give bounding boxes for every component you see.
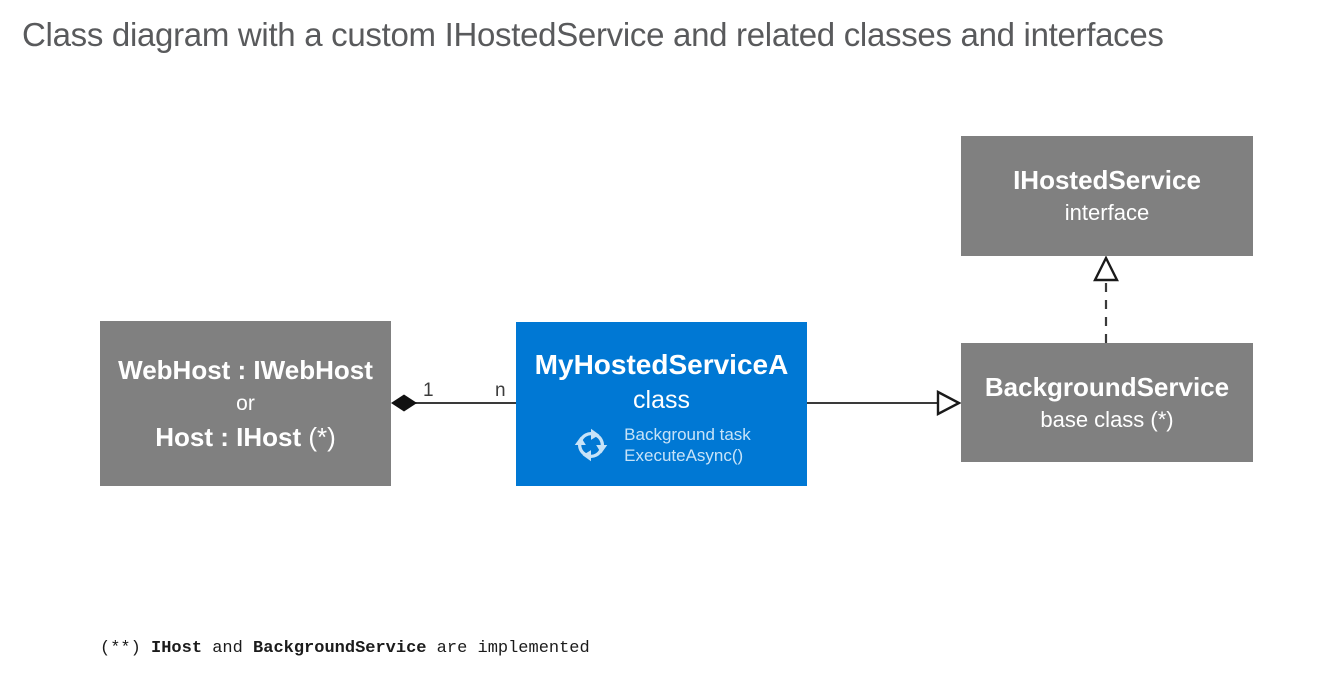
node-backgroundservice-subtitle: base class (*) — [1040, 406, 1174, 432]
node-myhostedservice: MyHostedServiceA class — [516, 322, 807, 486]
node-backgroundservice-name: BackgroundService — [984, 371, 1230, 402]
background-task-text: Background task ExecuteAsync() — [624, 424, 751, 466]
background-task-row: Background task ExecuteAsync() — [572, 424, 751, 466]
node-webhost-line3-bold: Host : IHost — [155, 421, 302, 452]
node-myhostedservice-name: MyHostedServiceA — [534, 349, 789, 380]
node-webhost-line3-suffix: (*) — [301, 421, 336, 452]
multiplicity-one-label: 1 — [423, 380, 434, 401]
footnote-l1-seg1: (**) — [100, 639, 152, 658]
node-ihostedservice-stereotype: interface — [1064, 200, 1150, 225]
hollow-triangle-icon — [1093, 255, 1119, 282]
footnote-l1-seg4: BackgroundService — [253, 639, 427, 658]
multiplicity-n-label: n — [495, 380, 506, 401]
footnote-l1-seg2: IHost — [151, 639, 203, 658]
node-webhost-line3: Host : IHost (*) — [155, 420, 336, 455]
footnote: (**) IHost and BackgroundService are imp… — [100, 584, 590, 674]
realization-connector — [1093, 255, 1119, 343]
sync-arrows-icon — [574, 428, 608, 462]
footnote-l1-seg3: and — [202, 639, 254, 658]
node-webhost-line1: WebHost : IWebHost — [118, 354, 373, 385]
background-task-line2: ExecuteAsync() — [624, 446, 744, 465]
footnote-l1-seg5: are implemented — [426, 639, 590, 658]
footnote-line-1: (**) IHost and BackgroundService are imp… — [100, 636, 590, 662]
composition-connector: 1 n — [391, 380, 516, 412]
node-myhostedservice-stereotype: class — [633, 386, 690, 414]
node-webhost-or: or — [236, 391, 255, 415]
node-webhost: WebHost : IWebHost or Host : IHost (*) — [100, 321, 391, 486]
background-task-line1: Background task — [624, 425, 751, 444]
node-ihostedservice: IHostedService interface — [961, 136, 1253, 256]
page-title: Class diagram with a custom IHostedServi… — [22, 16, 1164, 53]
node-backgroundservice: BackgroundService base class (*) — [961, 343, 1253, 462]
inheritance-connector — [807, 390, 962, 416]
node-ihostedservice-name: IHostedService — [1013, 165, 1201, 195]
filled-diamond-icon — [391, 394, 417, 412]
hollow-triangle-icon — [936, 390, 962, 416]
